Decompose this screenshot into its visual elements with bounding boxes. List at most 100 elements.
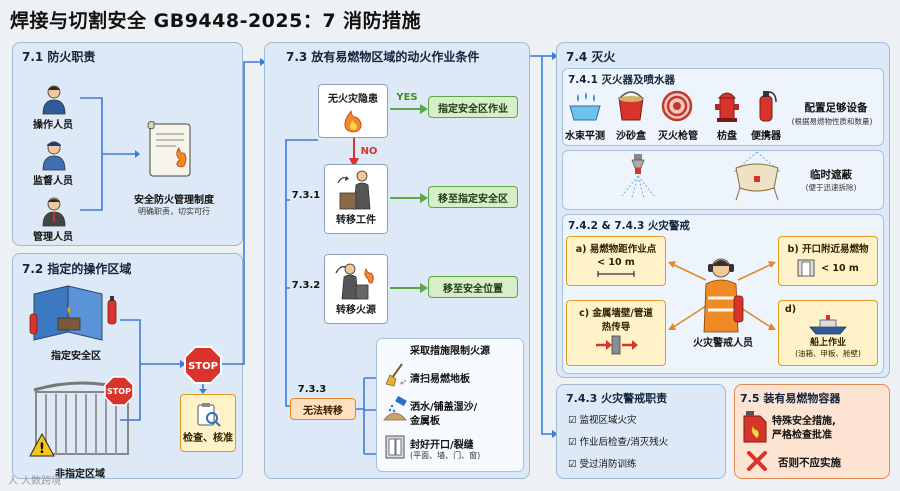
no-hazard-label: 无火灾隐患 — [328, 94, 378, 105]
duty-text-3: 受过消防训练 — [579, 459, 637, 470]
heading-7-3: 7.3 放有易燃物区域的动火作业条件 — [286, 50, 480, 64]
duty-text-1: 监视区域火灾 — [579, 415, 637, 426]
guard-label: 火灾警戒人员 — [693, 338, 753, 349]
case-a-title: a) 易燃物距作业点 — [575, 244, 657, 255]
item-hose: 灭火枪管 — [658, 131, 698, 142]
to-safe-box: 移至安全位置 — [428, 276, 518, 298]
document-icon — [147, 121, 191, 177]
config-label: 配置足够设备 — [804, 102, 868, 114]
move-workpiece-icon — [337, 170, 371, 210]
clipboard-icon — [197, 402, 221, 427]
yes-label: YES — [396, 92, 418, 103]
designated-area-label: 指定安全区 — [51, 351, 101, 362]
case-d-sub-2: (油箱、甲板、舱壁) — [795, 349, 861, 358]
move-fire-label: 转移火源 — [336, 305, 376, 316]
arrow-to-designated — [390, 193, 428, 203]
small-stop-sign-icon: STOP — [104, 376, 134, 406]
role-supervisor: 监督人员 — [33, 176, 73, 187]
to-designated-label: 移至指定安全区 — [438, 193, 508, 205]
sprinkler-left-icon — [621, 154, 655, 199]
non-designated-label: 非指定区域 — [55, 469, 105, 480]
item-sand-bucket: 沙砂盒 — [616, 131, 646, 142]
heading-7-4-2: 7.4.2 & 7.4.3 火灾警戒 — [568, 220, 690, 232]
watch-case-d: d) 船上作业 (油箱、甲板、舱壁) — [778, 300, 878, 366]
page-title: 焊接与切割安全 GB9448-2025：7 消防措施 — [10, 10, 422, 32]
broom-icon — [385, 363, 406, 387]
yes-arrow — [390, 104, 428, 114]
arrow-72-73 — [222, 58, 266, 365]
heading-7-5: 7.5 装有易燃物容器 — [740, 392, 841, 405]
no-arrow — [349, 138, 359, 168]
config-sub: (根据易燃物性质和数量) — [791, 117, 873, 126]
operator-icon — [42, 85, 66, 115]
step-731-number: 7.3.1 — [291, 190, 321, 201]
duty-item-2: ☑ 作业后检查/消灭残火 — [568, 437, 669, 448]
heat-transfer-icon — [596, 335, 638, 355]
ruler-icon — [597, 271, 635, 277]
fire-guard-icon — [703, 258, 744, 333]
roles-connector — [80, 97, 140, 211]
case-d-sub-1: 船上作业 — [809, 338, 846, 348]
move-fire-icon — [335, 263, 374, 300]
move-fire-box: 转移火源 — [324, 254, 388, 324]
small-stop-text: STOP — [107, 387, 131, 396]
watch-case-b: b) 开口附近易燃物 < 10 m — [778, 236, 878, 286]
measure-sweep: 清扫易燃地板 — [410, 374, 470, 385]
sprinkler-cover-icon — [733, 151, 781, 201]
step-733-number: 7.3.3 — [297, 384, 327, 395]
water-basin-icon — [569, 92, 601, 121]
measure-seal-2: (平面、墙、门、窗) — [410, 451, 481, 460]
manager-icon — [42, 197, 66, 227]
case-b-dist: < 10 m — [821, 262, 859, 274]
to-safe-label: 移至安全位置 — [443, 283, 503, 295]
duty-item-1: ☑ 监视区域火灾 — [568, 415, 637, 426]
special-measures-1: 特殊安全措施, — [772, 416, 836, 427]
stop-sign-icon: STOP — [184, 346, 222, 384]
sand-bucket-icon — [618, 91, 644, 121]
measures-bracket — [356, 377, 376, 455]
hydrant-icon — [715, 92, 739, 122]
heading-7-4: 7.4 灭火 — [566, 50, 616, 64]
no-label: NO — [360, 146, 378, 157]
item-extinguisher: 便携器 — [751, 131, 781, 142]
ship-icon — [809, 315, 847, 335]
designated-booth-icon — [29, 285, 117, 341]
panel-7-4-3 — [556, 384, 726, 479]
heading-7-4-3: 7.4.3 火灾警戒职责 — [566, 392, 668, 405]
item-water-basin: 水束平测 — [565, 131, 605, 142]
deny-label: 否则不应实施 — [778, 457, 841, 469]
heading-7-4-1: 7.4.1 灭火器及喷水器 — [568, 74, 676, 86]
case-d-title: d) — [785, 304, 797, 315]
case-a-dist: < 10 m — [597, 257, 635, 268]
guard-arrows — [668, 261, 776, 330]
duty-text-2: 作业后检查/消灭残火 — [579, 437, 669, 448]
measure-seal-1: 封好开口/裂缝 — [410, 440, 474, 451]
opening-icon — [797, 259, 815, 277]
designated-work-box: 指定安全区作业 — [428, 96, 518, 118]
heading-7-2: 7.2 指定的操作区域 — [22, 262, 132, 276]
door-seal-icon — [385, 435, 405, 459]
cover-sub: (便于迅速拆除) — [805, 183, 857, 192]
water-sand-icon — [383, 395, 407, 421]
fire-system-title: 安全防火管理制度 — [134, 195, 214, 206]
fuel-can-icon — [743, 411, 767, 443]
step-732-number: 7.3.2 — [291, 280, 321, 291]
watermark: 人 人数跨境 — [8, 476, 62, 487]
cross-icon — [747, 451, 767, 471]
stop-text: STOP — [188, 361, 218, 372]
extinguisher-icon — [759, 91, 777, 122]
no-hazard-box: 无火灾隐患 — [318, 84, 388, 138]
arrow-to-safe — [390, 283, 428, 293]
heading-7-1: 7.1 防火职责 — [22, 50, 96, 64]
zone-connector — [120, 319, 186, 421]
measure-water-2: 金属板 — [410, 416, 440, 427]
move-work-label: 转移工件 — [336, 215, 376, 226]
check-approve-box: 检查、核准 — [180, 394, 236, 452]
cannot-move-label: 无法转移 — [303, 405, 343, 417]
designated-work-label: 指定安全区作业 — [438, 103, 508, 115]
check-approve-label: 检查、核准 — [183, 432, 233, 444]
item-hydrant: 枋盘 — [717, 131, 737, 142]
cover-label: 临时遮蔽 — [810, 169, 852, 181]
move-work-box: 转移工件 — [324, 164, 388, 234]
hose-reel-icon — [661, 90, 693, 122]
